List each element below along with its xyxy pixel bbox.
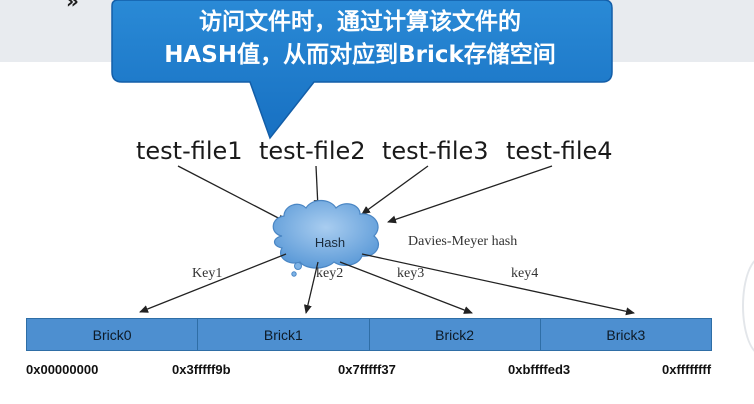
arrow-key1 — [139, 253, 287, 313]
key-label-4: key4 — [511, 266, 539, 281]
hash-function-name: Davies-Meyer hash — [408, 234, 518, 249]
file-arrows — [177, 165, 553, 224]
key-label-2: key2 — [316, 266, 344, 281]
brick-0: Brick0 — [27, 319, 199, 350]
arrow-key4 — [361, 253, 635, 316]
callout-line-2: HASH值，从而对应到Brick存储空间 — [164, 42, 556, 68]
file-label-2: test-file2 — [259, 137, 366, 165]
arrow-file1-hash — [177, 165, 287, 223]
arrow-file3-hash — [361, 165, 429, 215]
arrow-key2 — [303, 261, 319, 314]
brick-1: Brick1 — [198, 319, 370, 350]
address-1: 0x3fffff9b — [172, 362, 231, 377]
file-label-1: test-file1 — [136, 137, 243, 165]
address-2: 0x7fffff37 — [338, 362, 396, 377]
arrow-file4-hash — [387, 165, 553, 224]
key-label-3: key3 — [397, 266, 425, 281]
address-4: 0xffffffff — [662, 362, 712, 377]
callout-text: 访问文件时，通过计算该文件的 HASH值，从而对应到Brick存储空间 — [108, 6, 612, 72]
arrow-key3 — [339, 261, 473, 314]
brick-bar: Brick0 Brick1 Brick2 Brick3 — [26, 318, 712, 351]
hash-label: Hash — [314, 235, 346, 250]
key-arrows — [139, 253, 635, 316]
hash-cloud — [272, 199, 379, 277]
key-label-1: Key1 — [192, 266, 223, 281]
brick-3: Brick3 — [606, 326, 646, 343]
callout-balloon — [111, 0, 613, 140]
address-3: 0xbffffed3 — [508, 362, 571, 377]
title-fragment-glyph: » — [66, 0, 79, 13]
address-0: 0x00000000 — [26, 362, 99, 377]
file-label-3: test-file3 — [382, 137, 489, 165]
brick-2: Brick2 — [370, 319, 541, 350]
callout-line-1: 访问文件时，通过计算该文件的 — [199, 9, 521, 35]
file-label-4: test-file4 — [506, 137, 613, 165]
